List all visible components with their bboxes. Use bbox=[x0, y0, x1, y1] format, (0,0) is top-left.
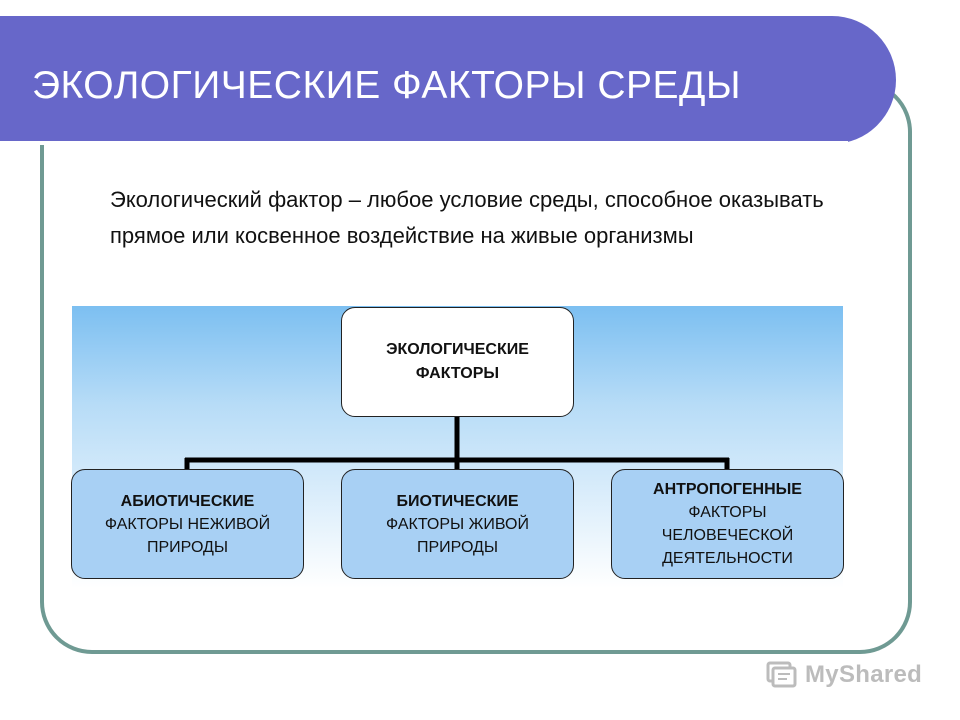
biotic-text-1: ФАКТОРЫ ЖИВОЙ bbox=[386, 515, 529, 533]
title-underline bbox=[0, 141, 848, 145]
biotic-heading: БИОТИЧЕСКИЕ bbox=[396, 492, 519, 510]
slide-title: ЭКОЛОГИЧЕСКИЕ ФАКТОРЫ СРЕДЫ bbox=[32, 64, 741, 107]
anthropogenic-text-3: ДЕЯТЕЛЬНОСТИ bbox=[662, 550, 793, 567]
watermark-text: MyShared bbox=[805, 661, 923, 688]
myshared-logo-icon bbox=[766, 661, 797, 688]
abiotic-heading: АБИОТИЧЕСКИЕ bbox=[120, 492, 255, 510]
abiotic-node: АБИОТИЧЕСКИЕ ФАКТОРЫ НЕЖИВОЙ ПРИРОДЫ bbox=[71, 469, 304, 579]
abiotic-text-2: ПРИРОДЫ bbox=[146, 538, 229, 556]
root-line-1: ЭКОЛОГИЧЕСКИЕ bbox=[386, 341, 529, 358]
title-bar: ЭКОЛОГИЧЕСКИЕ ФАКТОРЫ СРЕДЫ bbox=[0, 16, 896, 145]
root-node: ЭКОЛОГИЧЕСКИЕ ФАКТОРЫ bbox=[341, 307, 574, 417]
anthropogenic-text-2: ЧЕЛОВЕЧЕСКОЙ bbox=[661, 527, 794, 544]
abiotic-text-1: ФАКТОРЫ НЕЖИВОЙ bbox=[104, 515, 271, 533]
anthropogenic-node: АНТРОПОГЕННЫЕ ФАКТОРЫ ЧЕЛОВЕЧЕСКОЙ ДЕЯТЕ… bbox=[611, 469, 844, 579]
root-line-2: ФАКТОРЫ bbox=[415, 365, 500, 382]
biotic-node: БИОТИЧЕСКИЕ ФАКТОРЫ ЖИВОЙ ПРИРОДЫ bbox=[341, 469, 574, 579]
anthropogenic-text-1: ФАКТОРЫ bbox=[688, 504, 767, 521]
anthropogenic-heading: АНТРОПОГЕННЫЕ bbox=[653, 481, 802, 498]
definition-text: Экологический фактор – любое условие сре… bbox=[110, 187, 824, 248]
biotic-text-2: ПРИРОДЫ bbox=[416, 538, 499, 556]
watermark-logo: MyShared bbox=[765, 656, 922, 694]
